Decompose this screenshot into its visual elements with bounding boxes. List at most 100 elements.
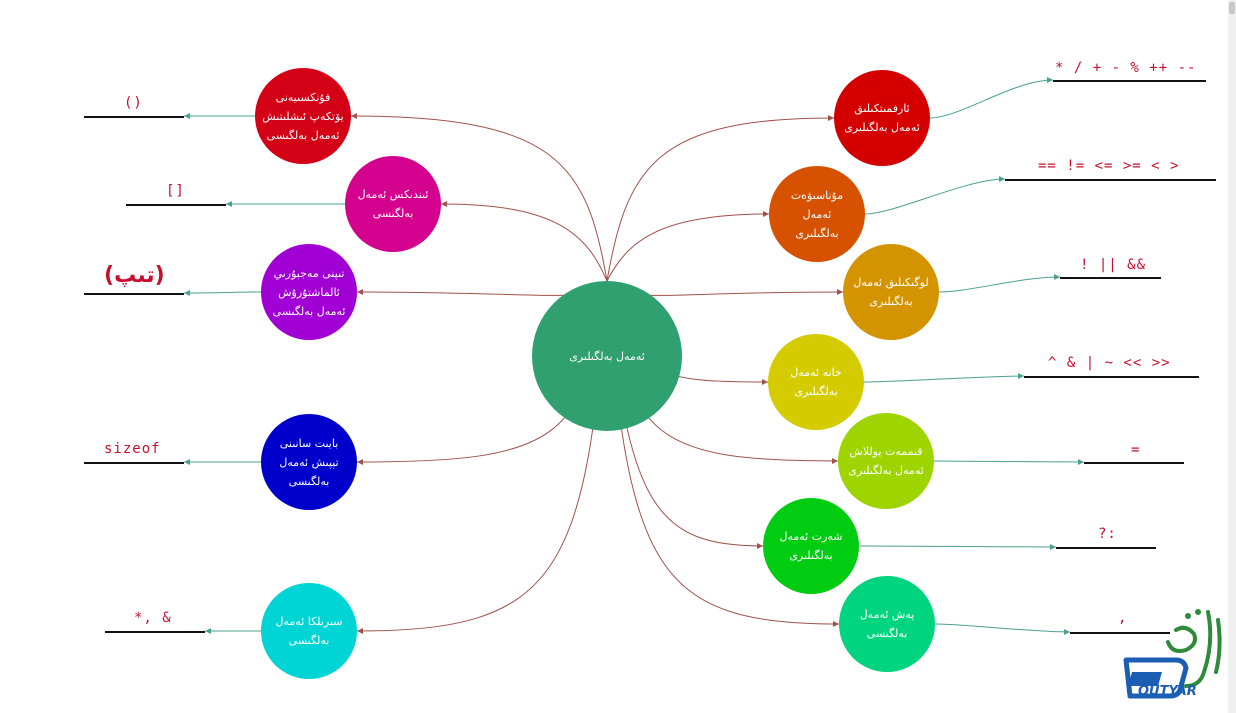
operator-link-func-arrowhead [184, 113, 190, 119]
category-node-label: ئەمەل بەلگىلىرى [848, 464, 924, 477]
operator-link-conditional-arrowhead [1050, 544, 1056, 550]
operator-label-func: () [124, 95, 143, 111]
operator-underline-assign [1084, 462, 1184, 464]
operator-link-arith-arrowhead [1047, 77, 1053, 83]
center-link-relational [606, 213, 770, 282]
operator-underline-conditional [1056, 547, 1156, 549]
category-node-bitwise[interactable]: خانە ئەمەل بەلگىلىرى [768, 334, 864, 430]
center-link-func [350, 115, 608, 282]
category-node-label: بەلگىلىرى [789, 549, 833, 562]
operator-link-relational [864, 178, 1006, 215]
center-link-index-arrowhead [441, 201, 447, 207]
category-node-conditional[interactable]: شەرت ئەمەل بەلگىلىرى [763, 498, 859, 594]
category-node-label: بەلگىسى [288, 634, 330, 647]
category-node-label: شەرت ئەمەل [779, 530, 843, 543]
category-node-label: ئەمەل بەلگىسى [272, 304, 346, 318]
operator-underline-arith [1053, 80, 1206, 82]
operator-underline-cast [84, 293, 184, 295]
operator-underline-index [126, 204, 226, 206]
center-link-comma-arrowhead [833, 621, 839, 627]
center-link-bitwise-arrowhead [762, 379, 768, 385]
category-node-label: فۇنكسىيەنى [275, 90, 331, 104]
center-link-logical-arrowhead [837, 289, 843, 295]
center-node[interactable]: ئەمەل بەلگىلىرى [532, 281, 682, 431]
category-node-func[interactable]: فۇنكسىيەنى يۆتكەپ ئىشلىتىش ئەمەل بەلگىسى [255, 68, 351, 164]
category-node-sizeof[interactable]: بايىت سانىنى تېپىش ئەمەل بەلگىسى [261, 414, 357, 510]
center-link-pointer-arrowhead [357, 628, 363, 634]
operator-link-assign-arrowhead [1078, 459, 1084, 465]
category-node-label: بەلگىسى [288, 474, 330, 488]
operator-label-conditional: ?: [1098, 526, 1117, 542]
operator-underline-pointer [105, 631, 205, 633]
operator-link-bitwise-arrowhead [1018, 373, 1024, 379]
operator-link-assign [933, 460, 1085, 463]
center-node-label: ئەمەل بەلگىلىرى [569, 349, 645, 363]
category-node-label: پەش ئەمەل [859, 608, 915, 621]
operator-label-assign: = [1131, 442, 1141, 458]
category-node-label: بايىت سانىنى [279, 436, 339, 450]
operator-label-comma: , [1118, 610, 1128, 626]
operator-label-bitwise: ^ & | ~ << >> [1048, 355, 1171, 371]
category-node-label: بەلگىسى [866, 627, 908, 640]
category-node-relational[interactable]: مۇناسىۋەت ئەمەل بەلگىلىرى [769, 166, 865, 262]
operator-link-comma [934, 623, 1071, 633]
category-node-label: ئالماشتۇرۇش [278, 285, 340, 299]
qutyar-logo-icon [1123, 609, 1222, 699]
operator-label-pointer: *, & [134, 610, 172, 626]
operator-link-logical [938, 276, 1061, 293]
category-node-label: لوگىكىلىق ئەمەل [853, 276, 929, 289]
center-link-arith [606, 117, 835, 282]
category-node-arith[interactable]: ئارفمىتكىلىق ئەمەل بەلگىلىرى [834, 70, 930, 166]
operator-underline-logical [1060, 277, 1161, 279]
logo-text: QUTYAR [1138, 684, 1197, 699]
category-node-label: ئەمەل بەلگىلىرى [844, 121, 920, 134]
operator-link-sizeof-arrowhead [184, 459, 190, 465]
operator-underline-func [84, 116, 184, 118]
operator-label-arith: * / + - % ++ -- [1055, 60, 1197, 76]
operator-link-cast [183, 291, 262, 294]
operator-link-arith [929, 79, 1054, 119]
scrollbar-thumb[interactable] [1229, 2, 1235, 14]
category-node-label: بەلگىلىرى [795, 226, 839, 240]
center-link-index [440, 203, 608, 282]
category-node-label: بەلگىلىرى [794, 385, 838, 398]
center-link-func-arrowhead [351, 113, 357, 119]
vertical-scrollbar[interactable] [1228, 0, 1236, 713]
category-node-label: ئارفمىتكىلىق [854, 102, 910, 115]
category-node-label: خانە ئەمەل [790, 366, 842, 379]
operator-link-logical-arrowhead [1054, 274, 1060, 280]
operator-link-comma-arrowhead [1064, 629, 1070, 635]
category-node-label: ئەمەل بەلگىسى [266, 128, 340, 142]
category-node-assign[interactable]: قىممەت يوللاش ئەمەل بەلگىلىرى [838, 413, 934, 509]
center-link-relational-arrowhead [763, 211, 769, 217]
category-node-label: ئىندىكس ئەمەل [357, 188, 429, 201]
category-node-cast[interactable]: تىپنى مەجبۇرىي ئالماشتۇرۇش ئەمەل بەلگىسى [261, 244, 357, 340]
center-link-assign-arrowhead [832, 458, 838, 464]
operator-underline-relational [1005, 179, 1216, 181]
operator-link-conditional [858, 545, 1057, 548]
category-node-logical[interactable]: لوگىكىلىق ئەمەل بەلگىلىرى [843, 244, 939, 340]
operator-link-relational-arrowhead [999, 176, 1005, 182]
category-node-label: قىممەت يوللاش [849, 445, 923, 458]
operator-link-pointer-arrowhead [205, 628, 211, 634]
operator-underline-comma [1070, 632, 1170, 634]
category-node-label: تېپىش ئەمەل [279, 455, 339, 469]
category-node-label: بەلگىلىرى [869, 295, 913, 308]
operator-underline-sizeof [84, 462, 184, 464]
category-node-label: مۇناسىۋەت ئەمەل [790, 188, 844, 221]
operator-link-bitwise [863, 375, 1025, 383]
center-link-conditional-arrowhead [757, 543, 763, 549]
category-node-label: يۆتكەپ ئىشلىتىش [262, 109, 344, 123]
category-node-label: تىپنى مەجبۇرىي [273, 266, 345, 280]
category-node-comma[interactable]: پەش ئەمەل بەلگىسى [839, 576, 935, 672]
operator-label-index: [] [166, 183, 185, 199]
operator-link-index-arrowhead [226, 201, 232, 207]
operator-label-cast: (تىپ) [104, 263, 165, 288]
operator-link-cast-arrowhead [184, 290, 190, 296]
center-link-cast-arrowhead [357, 289, 363, 295]
center-link-sizeof-arrowhead [357, 459, 363, 465]
operator-label-relational: == != <= >= < > [1038, 158, 1180, 174]
operator-label-logical: ! || && [1080, 257, 1147, 273]
